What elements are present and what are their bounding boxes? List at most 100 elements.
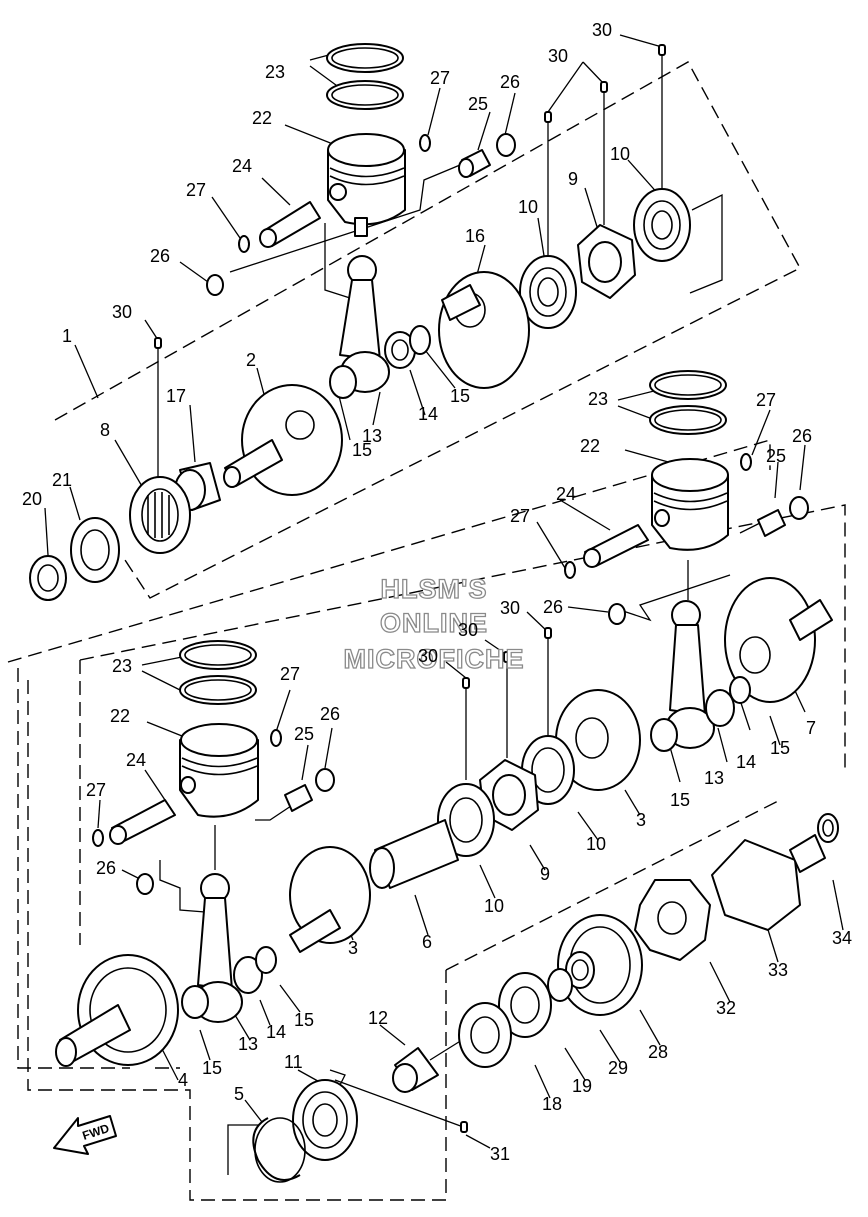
- callout-label: 2: [246, 350, 256, 370]
- callout-label: 23: [112, 656, 132, 676]
- piston-pin: [458, 149, 491, 178]
- callout-label: 13: [704, 768, 724, 788]
- callout-label: 30: [418, 646, 438, 666]
- callout-label: 27: [430, 68, 450, 88]
- callout-label: 24: [556, 484, 576, 504]
- callout-label: 10: [610, 144, 630, 164]
- bearing-10-b: [633, 188, 691, 262]
- coupler-28: [557, 914, 643, 1016]
- callout-label: 24: [126, 750, 146, 770]
- callout-label: 16: [465, 226, 485, 246]
- callout-label: 23: [265, 62, 285, 82]
- callout-label: 15: [670, 790, 690, 810]
- assembly-boundaries: [7, 61, 846, 1201]
- callout-label: 14: [736, 752, 756, 772]
- crank-web-3-b: [289, 846, 371, 953]
- piston-left: [179, 723, 259, 818]
- callout-label: 18: [542, 1094, 562, 1114]
- callout-label: 14: [418, 404, 438, 424]
- callout-label: 32: [716, 998, 736, 1018]
- callout-label: 19: [572, 1076, 592, 1096]
- callout-label: 34: [832, 928, 852, 948]
- forward-direction-arrow: FWD: [53, 1115, 117, 1155]
- callout-label: 27: [280, 664, 300, 684]
- callout-label: 23: [588, 389, 608, 409]
- callout-label: 22: [110, 706, 130, 726]
- callout-label: 10: [518, 197, 538, 217]
- piston-upper: [327, 133, 406, 237]
- seal-19: [498, 972, 552, 1038]
- circlip: [419, 134, 431, 152]
- parts: [29, 43, 839, 1183]
- circlip-5: [252, 1117, 306, 1183]
- callout-label: 13: [238, 1034, 258, 1054]
- piston-right: [651, 458, 729, 551]
- piston-rings-right: [649, 370, 727, 435]
- callout-label: 28: [648, 1042, 668, 1062]
- piston-pin-right: [583, 524, 649, 568]
- crank-web-2: [223, 384, 343, 496]
- crank-web-16: [438, 271, 530, 389]
- callout-label: 7: [806, 718, 816, 738]
- callout-label: 27: [186, 180, 206, 200]
- callout-label: 26: [543, 597, 563, 617]
- bearing-10-d: [437, 783, 495, 857]
- callout-label: 26: [792, 426, 812, 446]
- connecting-rod-left: [193, 873, 243, 1023]
- piston-pin-upper: [259, 201, 321, 248]
- callout-label: 15: [352, 440, 372, 460]
- callout-label: 3: [636, 810, 646, 830]
- shaft-6: [369, 819, 459, 889]
- callout-label: 9: [568, 169, 578, 189]
- callout-numbers: 30 23 27 30 25 26 22 10 24 9 27 10 16 26…: [22, 20, 852, 1164]
- bearing-8: [129, 476, 191, 554]
- callout-label: 15: [202, 1058, 222, 1078]
- callout-label: 12: [368, 1008, 388, 1028]
- piston-rings-upper: [326, 43, 404, 110]
- callout-label: 17: [166, 386, 186, 406]
- callout-label: 15: [294, 1010, 314, 1030]
- callout-label: 22: [252, 108, 272, 128]
- ring-9-a: [577, 224, 636, 299]
- callout-label: 26: [320, 704, 340, 724]
- callout-label: 27: [510, 506, 530, 526]
- callout-label: 20: [22, 489, 42, 509]
- watermark-line-1: HLSM'S: [381, 574, 488, 604]
- callout-label: 1: [62, 326, 72, 346]
- seal-21: [70, 517, 120, 583]
- callout-label: 33: [768, 960, 788, 980]
- callout-label: 25: [468, 94, 488, 114]
- callout-label: 9: [540, 864, 550, 884]
- callout-label: 30: [112, 302, 132, 322]
- callout-label: 10: [484, 896, 504, 916]
- bearing-11: [292, 1079, 358, 1161]
- damper-32: [634, 879, 711, 961]
- callout-label: 15: [770, 738, 790, 758]
- watermark-line-3: MICROFICHE: [344, 644, 525, 674]
- callout-label: 25: [294, 724, 314, 744]
- callout-label: 29: [608, 1058, 628, 1078]
- callout-label: 4: [178, 1070, 188, 1090]
- callout-label: 8: [100, 420, 110, 440]
- callout-label: 24: [232, 156, 252, 176]
- callout-label: 5: [234, 1084, 244, 1104]
- callout-label: 10: [586, 834, 606, 854]
- bearing-14-upper: [384, 331, 416, 369]
- seal-34: [817, 813, 839, 843]
- callout-label: 22: [580, 436, 600, 456]
- callout-label: 27: [86, 780, 106, 800]
- connecting-rod-right: [665, 600, 715, 749]
- crank-web-4: [55, 954, 179, 1067]
- callout-label: 11: [284, 1052, 303, 1072]
- callout-label: 30: [458, 620, 478, 640]
- callout-label: 21: [52, 470, 72, 490]
- callout-label: 30: [592, 20, 612, 40]
- washer: [496, 133, 516, 157]
- callout-label: 31: [490, 1144, 510, 1164]
- callout-label: 3: [348, 938, 358, 958]
- callout-label: 6: [422, 932, 432, 952]
- bearing-29: [565, 951, 595, 989]
- callout-label: 30: [548, 46, 568, 66]
- watermark: HLSM'S ONLINE MICROFICHE: [343, 573, 525, 674]
